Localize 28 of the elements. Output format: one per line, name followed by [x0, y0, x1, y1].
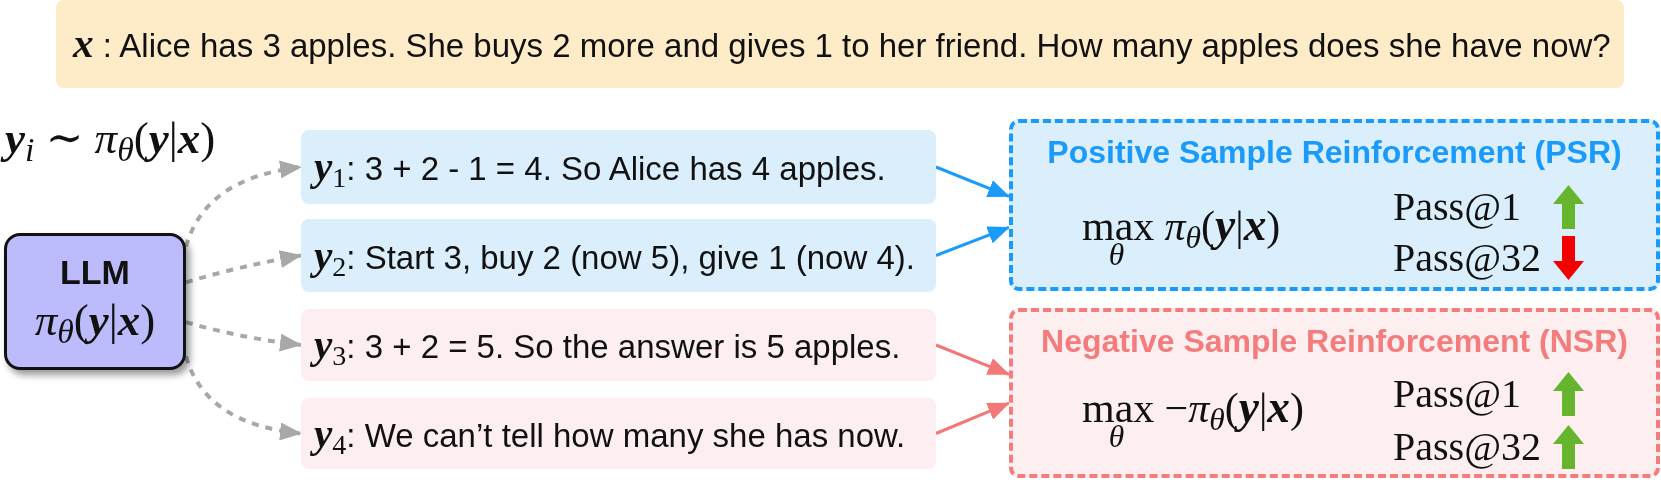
- policy-formula: π$_{θ}$(y|x): [33, 293, 157, 350]
- arrow: [935, 343, 1010, 376]
- metric-label: Pass@32: [1393, 426, 1541, 467]
- dashed-arrow: [185, 320, 302, 352]
- dashed-arrow: [184, 355, 302, 440]
- objective-panel: [1009, 119, 1660, 291]
- metric-label: Pass@1: [1393, 373, 1521, 414]
- panel-title: Negative Sample Reinforcement (NSR): [1041, 322, 1628, 361]
- objective-formula: max$_{θ}$ −π$_{θ}$(y|x): [1082, 383, 1304, 451]
- model-box: [4, 233, 186, 370]
- question-box: [56, 0, 1624, 88]
- dashed-arrow: [184, 161, 302, 248]
- objective-panel: [1009, 308, 1660, 478]
- arrow: [935, 225, 1010, 257]
- model-name: LLM: [60, 253, 130, 291]
- metric-label: Pass@32: [1393, 237, 1541, 278]
- metric-label: Pass@1: [1393, 186, 1521, 227]
- sampling-formula: y$_{i}$ ∼ π$_{θ}$(y|x): [1, 109, 220, 168]
- dashed-arrow: [185, 250, 302, 285]
- question-text: x : Alice has 3 apples. She buys 2 more and gives 1 to her friend. How many apples does she have now?: [73, 19, 1611, 69]
- response-box: [301, 130, 936, 204]
- response-box: [301, 398, 936, 469]
- arrow: [935, 165, 1010, 198]
- arrow: [935, 401, 1010, 435]
- response-box: [301, 309, 936, 381]
- response-box: [301, 219, 936, 292]
- objective-formula: max$_{θ}$ π$_{θ}$(y|x): [1082, 201, 1281, 269]
- panel-title: Positive Sample Reinforcement (PSR): [1047, 133, 1622, 172]
